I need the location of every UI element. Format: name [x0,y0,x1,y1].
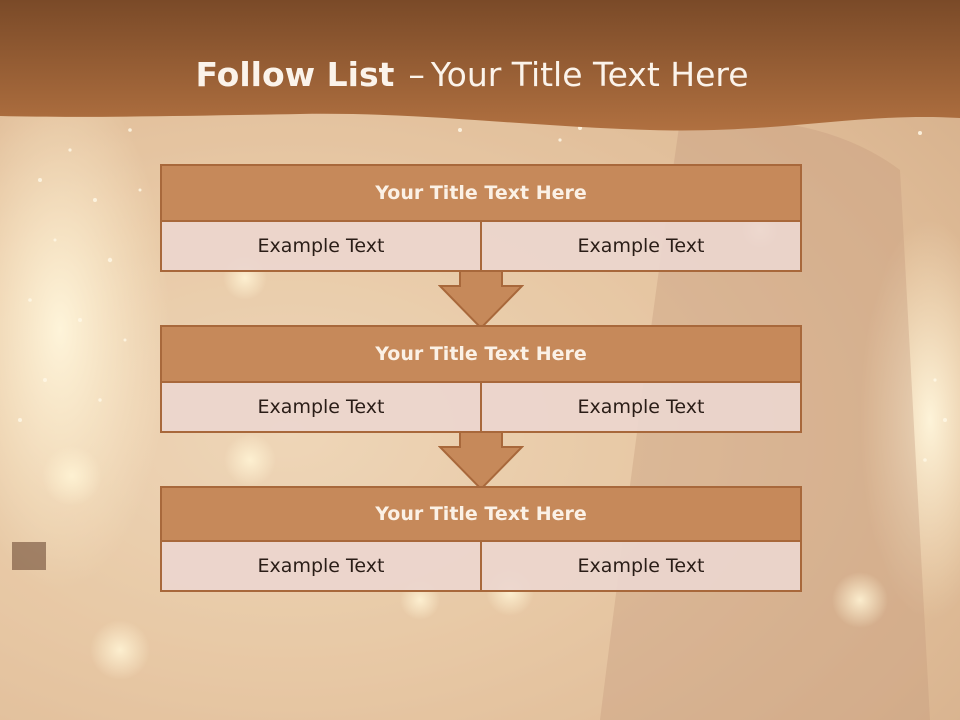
step-2: Your Title Text Here Example Text Exampl… [160,325,802,433]
step-1: Your Title Text Here Example Text Exampl… [160,164,802,272]
down-arrow-icon [438,431,524,491]
step-1-cell-left: Example Text [162,222,480,270]
step-3-title: Your Title Text Here [160,486,802,542]
header-band [0,0,960,131]
step-3: Your Title Text Here Example Text Exampl… [160,486,802,592]
step-1-cell-right: Example Text [480,222,800,270]
step-1-row: Example Text Example Text [160,222,802,272]
step-3-row: Example Text Example Text [160,542,802,592]
slide-title-bold: Follow List [195,55,395,94]
down-arrow-icon [438,270,524,330]
step-3-cell-left: Example Text [162,542,480,590]
step-3-cell-right: Example Text [480,542,800,590]
step-2-cell-right: Example Text [480,383,800,431]
slide-title-separator: – [408,55,425,94]
step-2-row: Example Text Example Text [160,383,802,433]
slide-title-rest: Your Title Text Here [430,55,749,94]
slide-title: Follow List–Your Title Text Here [0,52,944,98]
step-1-title: Your Title Text Here [160,164,802,222]
step-2-title: Your Title Text Here [160,325,802,383]
step-2-cell-left: Example Text [162,383,480,431]
